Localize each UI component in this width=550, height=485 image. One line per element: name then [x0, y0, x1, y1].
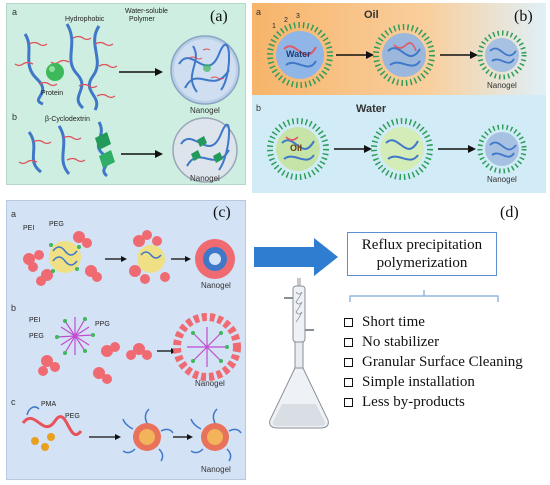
nanogel-label: Nanogel	[190, 174, 220, 183]
benefit-label: Granular Surface Cleaning	[362, 354, 523, 370]
water-soluble-label: Water-soluble	[125, 8, 168, 15]
nanogel-label: Nanogel	[487, 175, 517, 184]
panel-c: (c) a PEI PEG Nanogel b PEI PEG PPG Nano…	[6, 200, 246, 480]
polymer-label: Polymer	[129, 16, 155, 23]
row-a-label: a	[256, 7, 262, 17]
benefit-label: Short time	[362, 314, 425, 330]
panel-a-illustration	[14, 23, 240, 183]
water-label: Water	[286, 49, 311, 59]
pei-label: PEI	[29, 317, 41, 324]
droplet-water-in-oil	[267, 22, 333, 88]
nanogel-label: Nanogel	[190, 106, 220, 115]
method-title-box: Reflux precipitation polymerization	[347, 232, 497, 276]
nanogel-label: Nanogel	[195, 379, 225, 388]
nanogel-label: Nanogel	[201, 465, 231, 474]
row-b-label: b	[12, 112, 18, 122]
benefit-item: Simple installation	[344, 372, 523, 392]
benefit-label: Simple installation	[362, 374, 475, 390]
process-arrow	[254, 238, 338, 276]
benefit-item: Granular Surface Cleaning	[344, 352, 523, 372]
panel-b-letter: (b)	[514, 8, 533, 25]
row-a-label: a	[11, 209, 17, 219]
water-label: Water	[356, 103, 387, 115]
protein-label: Protein	[41, 90, 64, 97]
panel-b-illustration	[252, 3, 546, 193]
row-b-label: b	[11, 303, 17, 313]
oil-label: Oil	[290, 143, 303, 153]
row-c-label: c	[11, 397, 16, 407]
benefit-item: Short time	[344, 312, 523, 332]
panel-c-letter: (c)	[213, 204, 231, 221]
reflux-apparatus-icon	[269, 278, 329, 429]
pei-label: PEI	[23, 225, 35, 232]
nanogel-label: Nanogel	[487, 81, 517, 90]
ppg-label: PPG	[95, 321, 110, 328]
panel-a-letter: (a)	[210, 8, 228, 25]
peg-label: PEG	[29, 333, 44, 340]
benefit-item: No stabilizer	[344, 332, 523, 352]
method-title-line-2: polymerization	[376, 255, 468, 271]
checkbox-icon	[344, 317, 353, 327]
bracket	[349, 290, 499, 302]
checkbox-icon	[344, 397, 353, 407]
layer-1-label: 1	[272, 23, 276, 30]
benefit-label: Less by-products	[362, 394, 465, 410]
panel-d-letter: (d)	[500, 204, 519, 221]
benefit-label: No stabilizer	[362, 334, 440, 350]
nanogel-label: Nanogel	[201, 281, 231, 290]
layer-2-label: 2	[284, 17, 288, 24]
panel-c-illustration	[21, 230, 242, 462]
method-title-line-1: Reflux precipitation	[361, 237, 483, 253]
layer-3-label: 3	[296, 13, 300, 20]
oil-label: Oil	[364, 9, 379, 21]
checkbox-icon	[344, 357, 353, 367]
peg-label: PEG	[65, 413, 80, 420]
peg-label: PEG	[49, 221, 64, 228]
pma-label: PMA	[41, 401, 57, 408]
checkbox-icon	[344, 377, 353, 387]
cyclodextrin-label: β-Cyclodextrin	[45, 116, 90, 123]
panel-a: (a) a Hydrophobic Water-soluble Polymer …	[6, 3, 246, 185]
benefit-list: Short time No stabilizer Granular Surfac…	[344, 312, 523, 412]
benefit-item: Less by-products	[344, 392, 523, 412]
panel-b: (b) a Oil 1 2 3 Water Nanogel b Water Oi…	[252, 3, 546, 193]
hydrophobic-label: Hydrophobic	[65, 16, 105, 23]
checkbox-icon	[344, 337, 353, 347]
row-a-label: a	[12, 7, 18, 17]
row-b-label: b	[256, 103, 262, 113]
